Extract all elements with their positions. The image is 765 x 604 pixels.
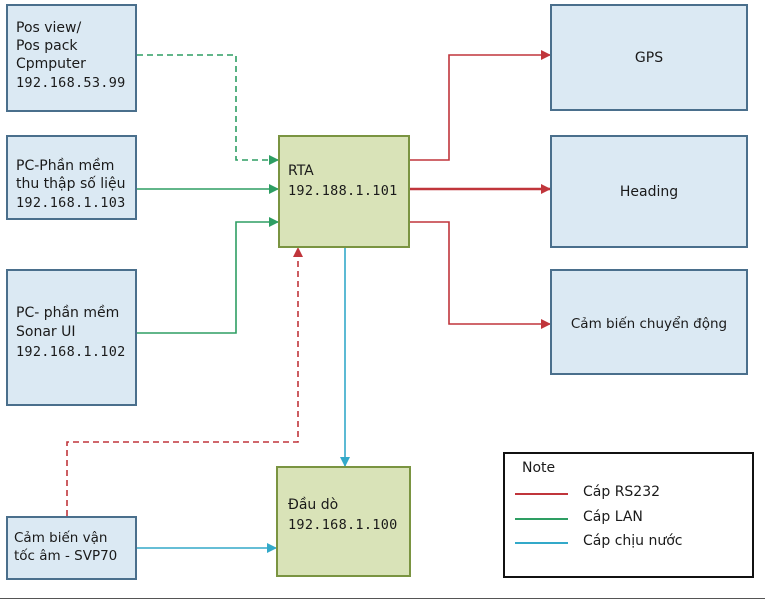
- link-rta-gps: [401, 50, 551, 165]
- posview-box: Pos view/ Pos pack Cpmputer 192.168.53.9…: [6, 4, 137, 112]
- legend-label-rs232: Cáp RS232: [583, 484, 661, 500]
- posview-ip: 192.168.53.99: [16, 75, 126, 91]
- posview-label-1: Pos view/: [16, 20, 82, 36]
- link-rta-motion: [401, 217, 551, 329]
- daudo-box: Đầu dò 192.168.1.100: [276, 466, 411, 577]
- legend-swatch-water: [515, 542, 568, 544]
- legend-title: Note: [522, 460, 556, 476]
- pc-thuthap-label-2: thu thập số liệu: [16, 176, 126, 192]
- link-pc-sonar-rta: [128, 217, 279, 338]
- daudo-label: Đầu dò: [288, 497, 339, 513]
- pc-sonar-label-2: Sonar UI: [16, 324, 76, 340]
- posview-label-2: Pos pack: [16, 38, 78, 54]
- svp-label-1: Cảm biến vận: [14, 530, 108, 546]
- svp-label-2: tốc âm - SVP70: [14, 548, 118, 564]
- pc-sonar-label-1: PC- phần mềm: [16, 305, 120, 321]
- pc-thuthap-box: PC-Phần mềm thu thập số liệu 192.168.1.1…: [6, 135, 137, 220]
- motion-sensor-box: Cảm biến chuyển động: [550, 269, 748, 375]
- link-svp-rta: [66, 247, 303, 516]
- legend-label-water: Cáp chịu nước: [583, 533, 683, 549]
- rta-ip: 192.188.1.101: [288, 183, 398, 199]
- heading-box: Heading: [550, 135, 748, 248]
- svp-box: Cảm biến vận tốc âm - SVP70: [6, 516, 137, 580]
- link-posview-rta: [128, 50, 279, 165]
- motion-sensor-label: Cảm biến chuyển động: [570, 316, 728, 332]
- pc-thuthap-label-1: PC-Phần mềm: [16, 158, 115, 174]
- gps-box: GPS: [550, 4, 748, 111]
- legend-box: Note Cáp RS232 Cáp LAN Cáp chịu nước: [503, 452, 754, 578]
- rta-label: RTA: [288, 163, 314, 179]
- legend-label-lan: Cáp LAN: [583, 509, 643, 525]
- legend-swatch-lan: [515, 518, 568, 520]
- gps-label: GPS: [634, 50, 664, 66]
- posview-label-3: Cpmputer: [16, 56, 86, 72]
- rta-box: RTA 192.188.1.101: [278, 135, 410, 248]
- pc-sonar-box: PC- phần mềm Sonar UI 192.168.1.102: [6, 269, 137, 406]
- pc-thuthap-ip: 192.168.1.103: [16, 195, 126, 211]
- pc-sonar-ip: 192.168.1.102: [16, 344, 126, 360]
- legend-swatch-rs232: [515, 493, 568, 495]
- daudo-ip: 192.168.1.100: [288, 517, 398, 533]
- bottom-rule: [0, 598, 765, 599]
- heading-label: Heading: [619, 184, 679, 200]
